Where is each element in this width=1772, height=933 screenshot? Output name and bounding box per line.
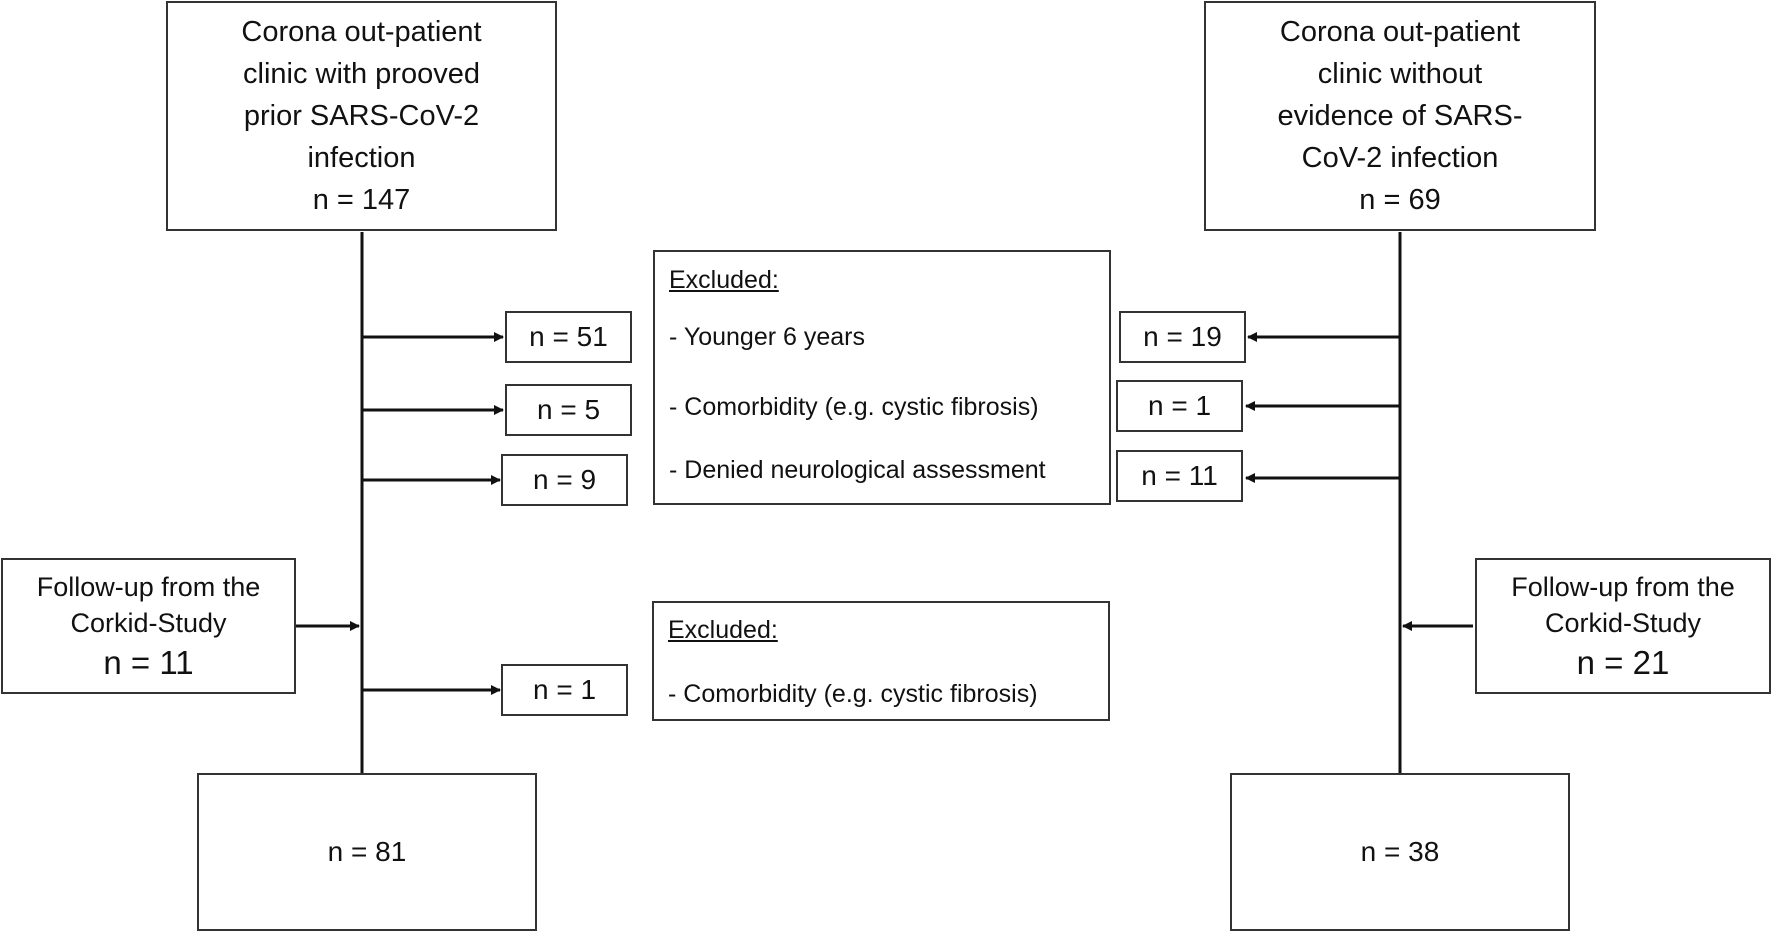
right-top-count: n = 69 bbox=[1359, 184, 1441, 216]
right-followup-box: Follow-up from the Corkid-Study n = 21 bbox=[1475, 558, 1771, 694]
left-top-line-4: infection bbox=[307, 142, 416, 174]
left-followup-line-1: Follow-up from the bbox=[36, 572, 261, 602]
excluded-second-box: Excluded: - Comorbidity (e.g. cystic fib… bbox=[652, 601, 1110, 721]
right-top-line-3: evidence of SARS- bbox=[1277, 100, 1523, 132]
right-followup-line-2: Corkid-Study bbox=[1544, 608, 1702, 638]
left-final-count: n = 81 bbox=[327, 836, 407, 867]
left-top-count: n = 147 bbox=[312, 184, 411, 216]
excluded-second-heading: Excluded: bbox=[668, 616, 778, 644]
left-top-line-1: Corona out-patient bbox=[241, 16, 482, 48]
excluded-main-item-1: - Younger 6 years bbox=[669, 323, 865, 351]
right-top-box: Corona out-patient clinic without eviden… bbox=[1204, 1, 1596, 231]
right-followup-line-1: Follow-up from the bbox=[1511, 572, 1735, 602]
left-excl-1-box: n = 1 bbox=[501, 664, 628, 716]
left-top-box: Corona out-patient clinic with prooved p… bbox=[166, 1, 557, 231]
left-excl-51-box: n = 51 bbox=[505, 311, 632, 363]
left-excl-9-count: n = 9 bbox=[532, 464, 597, 495]
right-followup-count: n = 21 bbox=[1576, 644, 1670, 681]
right-excl-11-count: n = 11 bbox=[1141, 460, 1218, 491]
right-excl-1-box: n = 1 bbox=[1116, 380, 1243, 432]
excluded-main-item-2: - Comorbidity (e.g. cystic fibrosis) bbox=[669, 393, 1039, 421]
right-excl-11-box: n = 11 bbox=[1116, 450, 1243, 502]
right-top-line-4: CoV-2 infection bbox=[1301, 142, 1499, 174]
right-final-count: n = 38 bbox=[1360, 836, 1440, 867]
left-followup-line-2: Corkid-Study bbox=[70, 608, 227, 638]
right-final-box: n = 38 bbox=[1230, 773, 1570, 931]
left-top-line-2: clinic with prooved bbox=[243, 58, 480, 90]
left-excl-1-count: n = 1 bbox=[532, 674, 597, 705]
right-excl-1-count: n = 1 bbox=[1147, 390, 1212, 421]
excluded-second-item-1: - Comorbidity (e.g. cystic fibrosis) bbox=[668, 680, 1038, 708]
left-excl-51-count: n = 51 bbox=[529, 321, 608, 352]
right-top-line-1: Corona out-patient bbox=[1279, 16, 1521, 48]
excluded-main-heading: Excluded: bbox=[669, 266, 779, 294]
left-excl-5-box: n = 5 bbox=[505, 384, 632, 436]
right-excl-19-count: n = 19 bbox=[1143, 321, 1222, 352]
left-followup-box: Follow-up from the Corkid-Study n = 11 bbox=[1, 558, 296, 694]
left-followup-count: n = 11 bbox=[103, 644, 194, 681]
excluded-main-box: Excluded: - Younger 6 years - Comorbidit… bbox=[653, 250, 1111, 505]
right-excl-19-box: n = 19 bbox=[1119, 311, 1246, 363]
left-excl-9-box: n = 9 bbox=[501, 454, 628, 506]
right-top-line-2: clinic without bbox=[1317, 58, 1483, 90]
excluded-main-item-3: - Denied neurological assessment bbox=[669, 456, 1046, 484]
left-final-box: n = 81 bbox=[197, 773, 537, 931]
left-excl-5-count: n = 5 bbox=[536, 394, 601, 425]
left-top-line-3: prior SARS-CoV-2 bbox=[243, 100, 480, 132]
